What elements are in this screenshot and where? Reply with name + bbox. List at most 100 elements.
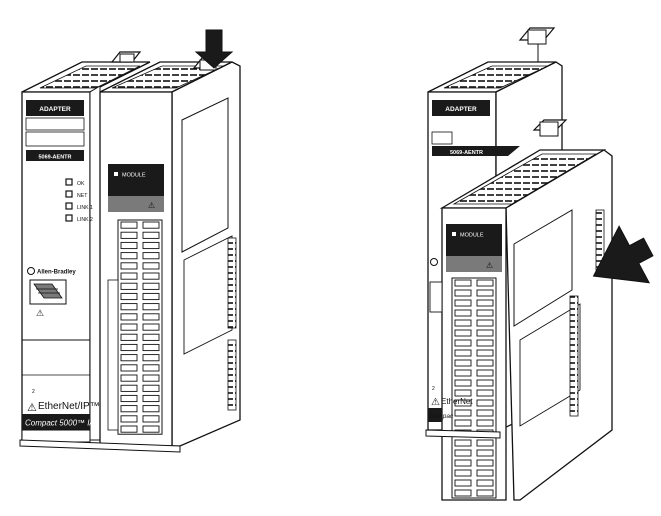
left-status-indicators: OK NET LINK 1 LINK 2 [65, 178, 93, 223]
left-warning-small: ⚠ [36, 308, 44, 318]
terminal-slot [142, 313, 160, 321]
left-adapter-body: ADAPTER 5069-AENTR OK NET LINK 1 LINK 2 … [21, 85, 101, 443]
left-module-label: MODULE [122, 173, 146, 179]
left-ethernet-label: EtherNet/IP™ [38, 401, 100, 412]
terminal-slot [142, 384, 160, 392]
right-product-label: Compac [429, 413, 454, 420]
right-adapter-label-band [432, 100, 490, 116]
terminal-slot [454, 329, 472, 337]
terminal-slot [476, 409, 494, 417]
terminal-slot [476, 479, 494, 487]
terminal-slot [454, 379, 472, 387]
terminal-slot [120, 262, 138, 270]
terminal-slot [454, 419, 472, 427]
terminal-slot [142, 262, 160, 270]
terminal-slot [142, 394, 160, 403]
right-io-module: MODULE ⚠ [439, 119, 613, 501]
terminal-slot [142, 425, 160, 433]
terminal-slot [120, 221, 138, 229]
terminal-slot [120, 425, 138, 433]
terminal-slot [454, 479, 472, 487]
terminal-slot [476, 329, 494, 337]
brand-label: Allen-Bradley [37, 270, 76, 276]
status-led-net [65, 190, 73, 198]
terminal-slot [454, 469, 472, 477]
right-brand-logo [430, 258, 438, 266]
terminal-slot [454, 299, 472, 307]
terminal-slot [120, 282, 138, 290]
terminal-slot [120, 292, 138, 301]
terminal-slot [476, 419, 494, 427]
terminal-slot [476, 369, 494, 377]
terminal-slot [142, 303, 160, 311]
left-module-label-band [108, 164, 164, 196]
terminal-slot [142, 343, 160, 352]
terminal-slot [454, 359, 472, 367]
terminal-slot [454, 449, 472, 457]
terminal-slot [454, 289, 472, 297]
right-catalog-band [432, 146, 520, 156]
terminal-slot [142, 221, 160, 229]
terminal-slot [142, 272, 160, 280]
terminal-slot [476, 389, 494, 397]
terminal-slot [142, 415, 160, 423]
right-module-warning: ⚠ [486, 261, 493, 270]
terminal-slot [476, 379, 494, 387]
terminal-slot [142, 252, 160, 260]
left-product-band [22, 414, 90, 430]
terminal-slot [476, 299, 494, 307]
ethernet-ip-logo: ⚠ EtherNet/IP™ [27, 401, 100, 414]
terminal-slot [120, 313, 138, 321]
terminal-slot [120, 231, 138, 239]
terminal-slot [142, 405, 160, 413]
left-adapter-latch [110, 51, 142, 63]
left-catalog-band [26, 150, 84, 161]
status-led-link1 [65, 202, 73, 210]
terminal-slot [142, 241, 160, 250]
right-module-label: MODULE [460, 233, 484, 239]
terminal-slot [476, 439, 494, 447]
terminal-slot [120, 303, 138, 311]
terminal-slot [120, 415, 138, 423]
terminal-slot [476, 309, 494, 317]
left-adapter-label: ADAPTER [39, 106, 71, 113]
ethernet-warning-icon: ⚠ [27, 402, 37, 414]
terminal-slot [120, 354, 138, 362]
left-product-label: Compact 5000™ I/O [25, 419, 98, 428]
terminal-slot [120, 374, 138, 382]
terminal-slot [120, 323, 138, 331]
right-product-band [428, 408, 442, 422]
left-terminal-block [117, 219, 163, 435]
terminal-slot [454, 439, 472, 447]
status-led-link2 [65, 214, 73, 222]
status-led-ok [65, 178, 73, 186]
terminal-slot [142, 374, 160, 382]
left-port-recess [29, 279, 67, 305]
terminal-slot [120, 241, 138, 250]
terminal-slot [120, 252, 138, 260]
terminal-slot [120, 384, 138, 392]
terminal-slot [476, 489, 494, 497]
left-adapter-label-band [26, 100, 84, 116]
right-adapter-latch [518, 27, 556, 62]
terminal-slot [476, 349, 494, 357]
terminal-slot [142, 231, 160, 239]
left-note-marker: 2 [32, 389, 35, 395]
terminal-slot [476, 279, 494, 287]
terminal-slot [120, 333, 138, 341]
terminal-slot [476, 339, 494, 347]
terminal-slot [476, 459, 494, 467]
terminal-slot [476, 359, 494, 367]
terminal-slot [454, 279, 472, 287]
terminal-slot [454, 349, 472, 357]
right-catalog-label: 5069-AENTR [450, 150, 483, 156]
terminal-slot [120, 405, 138, 413]
terminal-slot [142, 354, 160, 362]
terminal-slot [120, 343, 138, 352]
right-ethernet-warning-icon: ⚠ [431, 397, 440, 408]
status-label-link2: LINK 2 [77, 217, 93, 223]
terminal-slot [142, 282, 160, 290]
terminal-slot [454, 409, 472, 417]
right-terminal-block [451, 277, 497, 499]
